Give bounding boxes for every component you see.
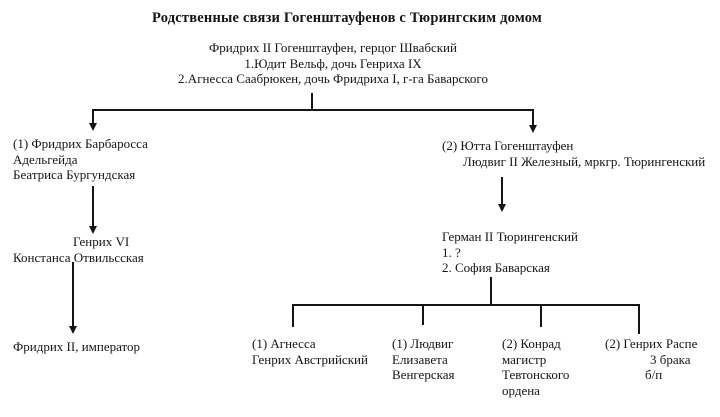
node-agnes: (1) Агнесса Генрих Австрийский: [252, 336, 368, 367]
person-line: Генрих Австрийский: [252, 351, 368, 367]
person-line: 2.Агнесса Саабрюкен, дочь Фридриха I, г-…: [178, 71, 488, 86]
connector-stub-agnes: [292, 304, 294, 327]
person-line: ордена: [502, 382, 540, 398]
connector-top-horizontal: [92, 109, 534, 111]
connector-bottom-horizontal: [292, 304, 640, 306]
person-line: 2. София Баварская: [442, 260, 550, 275]
node-friedrich-ii-emperor: Фридрих II, император: [13, 339, 140, 355]
person-line: Фридрих II, император: [13, 339, 141, 354]
arrow-to-jutta-line: [532, 109, 534, 125]
connector-stub-ludwig: [422, 304, 424, 325]
person-line: Адельгейда: [13, 151, 78, 167]
arrow-barbarossa-to-heinrich-line: [92, 186, 94, 227]
arrow-jutta-to-hermann-head: [498, 204, 506, 212]
person-line: (1) Фридрих Барбаросса: [13, 136, 148, 151]
arrow-jutta-to-hermann-line: [501, 177, 503, 205]
person-line: Фридрих II Гогенштауфен, герцог Швабский: [209, 40, 457, 55]
node-hermann-ii: Герман II Тюрингенский 1. ? 2. София Бав…: [442, 229, 578, 276]
person-line: 3 брака: [650, 351, 691, 367]
connector-hermann-drop: [490, 277, 492, 305]
arrow-barbarossa-to-heinrich-head: [89, 226, 97, 234]
node-ludwig: (1) Людвиг Елизавета Венгерская: [392, 336, 454, 383]
person-line: (2) Конрад: [502, 336, 561, 351]
arrow-to-barbarossa-head: [89, 123, 97, 131]
connector-stub-raspe: [638, 304, 640, 334]
person-line: (2) Ютта Гогенштауфен: [442, 138, 574, 153]
person-line: Герман II Тюрингенский: [442, 229, 578, 244]
node-friedrich-barbarossa: (1) Фридрих Барбаросса Адельгейда Беатри…: [13, 136, 148, 183]
person-line: (1) Людвиг: [392, 336, 454, 351]
connector-stub-konrad: [540, 304, 542, 327]
node-friedrich-ii-hohenstaufen: Фридрих II Гогенштауфен, герцог Швабский…: [178, 40, 488, 87]
person-line: Констанса Отвильсская: [13, 249, 144, 265]
person-line: Генрих VI: [73, 234, 130, 249]
person-line: (1) Агнесса: [252, 336, 316, 351]
node-heinrich-raspe: (2) Генрих Распе 3 брака б/п: [605, 336, 697, 383]
person-line: магистр: [502, 351, 547, 367]
diagram-title: Родственные связи Гогенштауфенов с Тюрин…: [152, 10, 542, 26]
person-line: 1. ?: [442, 244, 461, 260]
node-jutta-hohenstaufen: (2) Ютта Гогенштауфен Людвиг II Железный…: [442, 138, 705, 169]
person-line: (2) Генрих Распе: [605, 336, 698, 351]
arrow-to-barbarossa-line: [92, 109, 94, 124]
arrow-heinrich-to-friedrich-head: [69, 326, 77, 334]
connector-root-stub: [311, 93, 313, 109]
person-line: б/п: [645, 367, 663, 382]
person-line: Тевтонского: [502, 367, 570, 382]
arrow-heinrich-to-friedrich-line: [72, 262, 74, 327]
node-konrad: (2) Конрад магистр Тевтонского ордена: [502, 336, 569, 398]
person-line: Беатриса Бургундская: [13, 167, 136, 182]
person-line: 1.Юдит Вельф, дочь Генриха IX: [244, 55, 422, 71]
person-line: Людвиг II Железный, мркгр. Тюрингенский: [463, 153, 706, 169]
person-line: Елизавета: [392, 351, 448, 367]
person-line: Венгерская: [392, 367, 455, 382]
node-heinrich-vi: Генрих VI Констанса Отвильсская: [13, 234, 144, 265]
arrow-to-jutta-head: [529, 125, 537, 133]
